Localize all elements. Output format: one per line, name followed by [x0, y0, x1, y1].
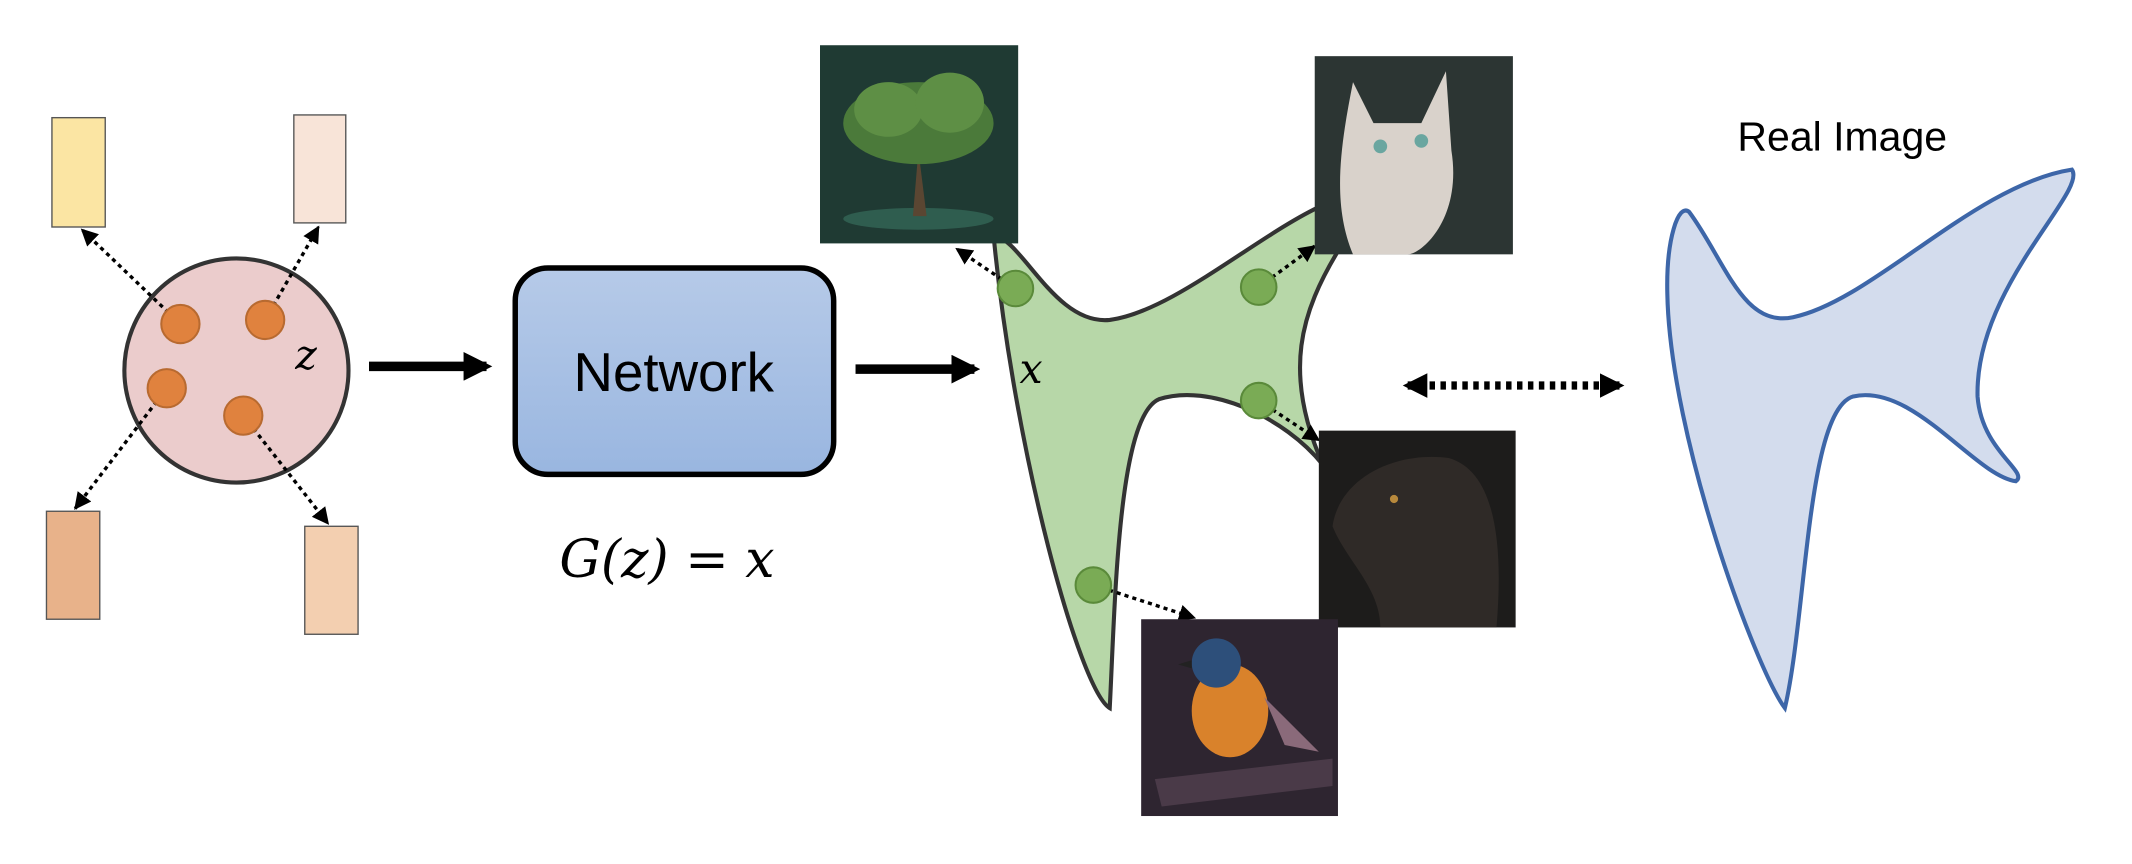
latent-point	[244, 299, 286, 341]
latent-vector-yellow	[51, 116, 106, 228]
generated-points	[996, 268, 1278, 604]
latent-vector-peach	[304, 525, 359, 635]
sample-image-cat	[1314, 56, 1513, 255]
latent-vector-cream	[293, 114, 347, 224]
sample-image-bird	[1141, 619, 1338, 817]
real-label: Real Image	[1737, 113, 1947, 159]
latent-point	[146, 368, 187, 409]
sample-image-tree	[820, 45, 1019, 244]
latent-vector-tan	[45, 510, 101, 620]
generated-label: x	[1020, 345, 1043, 393]
generated-point	[1239, 268, 1278, 306]
generated-point	[1074, 566, 1113, 604]
latent-point	[160, 303, 201, 345]
latent-point	[223, 395, 264, 436]
latent-points	[146, 299, 286, 436]
network-box	[512, 265, 837, 478]
network-label: Network	[574, 342, 775, 403]
real-distribution	[1665, 167, 2076, 713]
network-equation: G(z) = x	[559, 530, 774, 590]
generated-point	[1239, 381, 1278, 420]
generated-point	[996, 269, 1035, 308]
sample-image-dog	[1318, 430, 1516, 628]
latent-label: z	[294, 331, 317, 379]
